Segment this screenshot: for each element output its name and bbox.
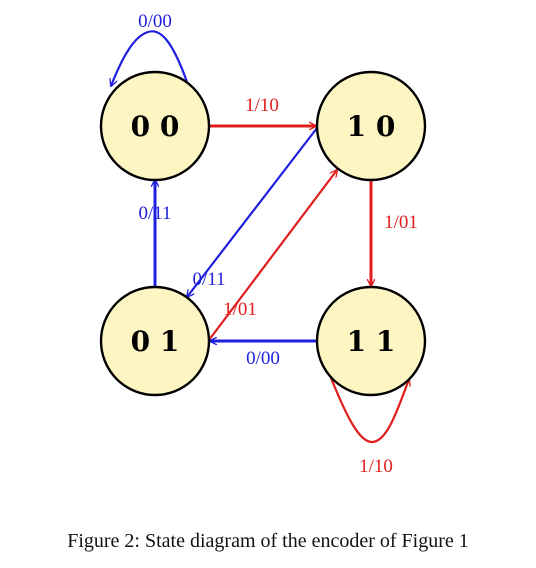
state-node-01: 0 1 xyxy=(99,285,211,397)
state-node-00: 0 0 xyxy=(99,70,211,182)
edge-label-11-to-01: 0/00 xyxy=(246,348,280,369)
edge-label-01-to-00: 0/11 xyxy=(138,203,171,224)
state-label-01: 0 1 xyxy=(131,325,180,358)
state-node-11: 1 1 xyxy=(315,285,427,397)
state-node-10: 1 0 xyxy=(315,70,427,182)
state-label-11: 1 1 xyxy=(347,325,396,358)
state-label-10: 1 0 xyxy=(347,110,396,143)
figure-caption: Figure 2: State diagram of the encoder o… xyxy=(67,530,469,552)
edge-10-to-01 xyxy=(187,127,318,297)
state-label-00: 0 0 xyxy=(131,110,180,143)
state-diagram: 0 0 1 0 0 1 1 1 0/00 1/10 1/01 0/11 0/11… xyxy=(99,11,427,477)
edge-label-self-00: 0/00 xyxy=(138,11,172,32)
edge-self-00 xyxy=(111,30,189,86)
edge-label-10-to-01: 0/11 xyxy=(192,269,225,290)
edge-label-self-11: 1/10 xyxy=(359,456,393,477)
edge-label-10-to-11: 1/01 xyxy=(384,212,418,233)
edge-label-00-to-10: 1/10 xyxy=(245,95,279,116)
edge-label-01-to-10: 1/01 xyxy=(223,299,257,320)
edge-01-to-10 xyxy=(208,170,337,341)
edge-self-11 xyxy=(329,378,409,444)
